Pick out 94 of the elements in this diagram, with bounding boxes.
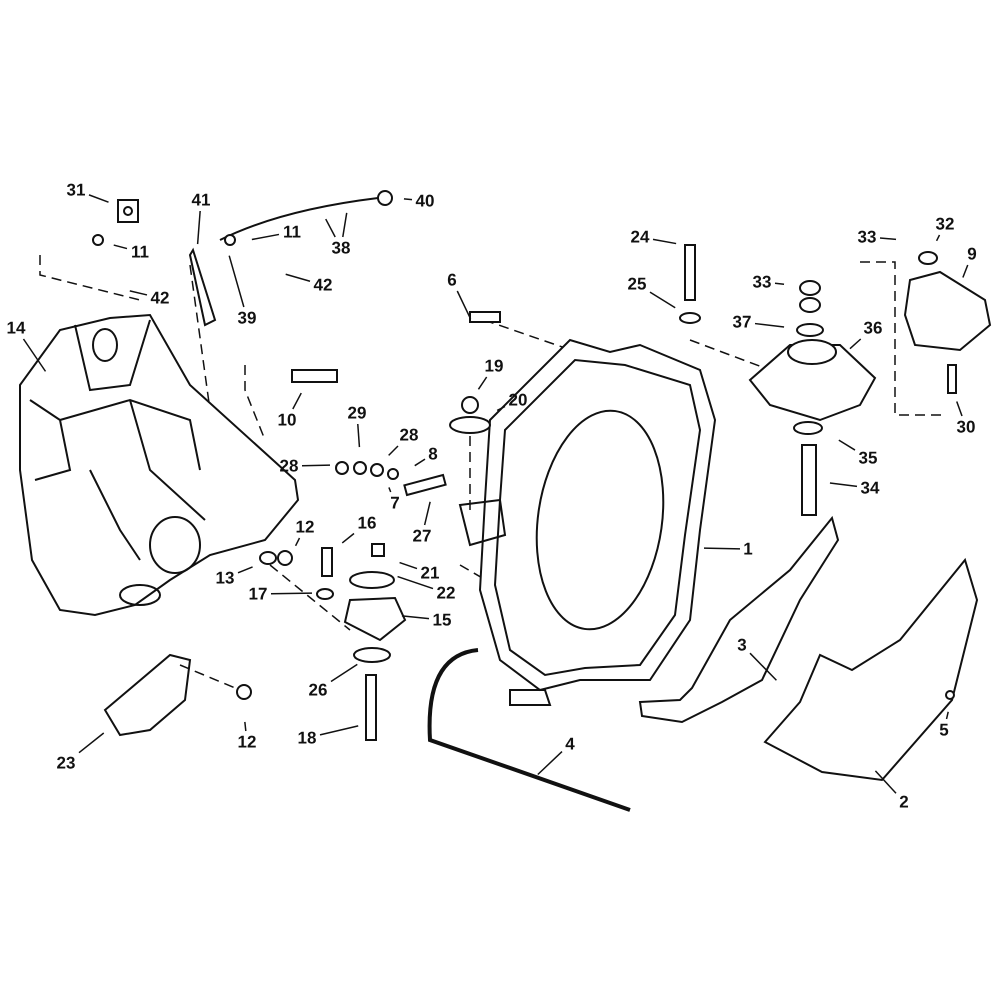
leader-line	[357, 424, 360, 448]
callout-number: 15	[432, 610, 452, 630]
callout-number: 9	[966, 244, 978, 264]
leader-line	[399, 562, 418, 570]
leader-line	[652, 238, 676, 244]
leader-line	[774, 282, 784, 285]
callout-number: 26	[308, 680, 328, 700]
callout-number: 42	[312, 276, 334, 294]
leader-line	[838, 440, 856, 451]
callout-number: 7	[389, 494, 401, 512]
callout-number: 24	[630, 228, 650, 246]
leader-line	[388, 445, 399, 456]
leader-line	[956, 401, 963, 416]
callout-number: 12	[294, 518, 316, 536]
leader-line	[456, 290, 472, 320]
leader-line	[330, 664, 358, 682]
leader-line	[285, 274, 310, 282]
leader-line	[397, 576, 434, 590]
leader-line	[114, 244, 128, 250]
callout-number: 31	[66, 180, 86, 200]
callout-number: 23	[56, 754, 76, 772]
leader-line	[196, 210, 201, 244]
leader-line	[238, 566, 253, 574]
callout-number: 29	[346, 404, 368, 422]
leader-line	[830, 482, 858, 488]
callout-number: 17	[248, 584, 268, 604]
callout-number: 35	[858, 448, 878, 468]
leader-line	[270, 592, 312, 595]
leader-line	[404, 198, 412, 200]
leader-line	[424, 502, 431, 526]
callout-number: 6	[446, 270, 458, 290]
leader-line	[252, 234, 280, 240]
leader-line	[88, 194, 109, 203]
callout-number: 21	[420, 564, 440, 582]
callout-number: 8	[427, 444, 439, 464]
callout-number: 13	[214, 568, 236, 588]
leader-line	[496, 406, 506, 412]
leader-line	[478, 376, 488, 390]
callout-number: 37	[732, 312, 752, 332]
callout-number: 41	[190, 190, 212, 210]
callout-number: 33	[752, 272, 772, 292]
callout-number: 34	[860, 478, 880, 498]
leader-line	[874, 770, 897, 794]
callout-number: 11	[130, 242, 150, 262]
leader-line	[342, 532, 354, 544]
leader-line	[749, 652, 777, 681]
leader-line	[228, 255, 245, 308]
leader-line	[402, 615, 430, 620]
leader-line	[650, 291, 676, 308]
leader-line	[537, 751, 563, 776]
callout-number: 16	[356, 514, 378, 532]
leader-line	[880, 237, 896, 240]
callout-number: 42	[150, 288, 170, 308]
callout-number: 40	[414, 192, 436, 210]
leader-line	[946, 712, 949, 720]
callout-number: 18	[296, 728, 318, 748]
callout-number: 27	[412, 526, 432, 546]
leader-line	[414, 458, 426, 466]
callout-number: 38	[330, 238, 352, 258]
leader-line	[78, 732, 104, 754]
callout-number: 2	[898, 792, 910, 812]
leader-line	[388, 487, 392, 492]
callout-number: 10	[276, 410, 298, 430]
leader-line	[754, 322, 784, 328]
leader-line	[244, 722, 247, 732]
leader-line	[22, 338, 46, 372]
callout-number: 28	[398, 426, 420, 444]
callout-number: 22	[436, 584, 456, 602]
callout-number: 39	[236, 308, 258, 328]
leader-line	[325, 218, 336, 238]
callout-number: 19	[484, 356, 504, 376]
leader-line	[294, 538, 300, 546]
callout-number: 5	[938, 720, 950, 740]
callout-number: 4	[564, 734, 576, 754]
callout-number: 11	[282, 222, 302, 242]
callout-number: 33	[856, 228, 878, 246]
callout-number: 3	[736, 636, 748, 654]
callout-number: 1	[742, 540, 754, 558]
callout-number: 12	[236, 732, 258, 752]
callout-number: 32	[934, 214, 956, 234]
leader-line	[704, 547, 740, 550]
leader-line	[320, 725, 358, 736]
callout-number: 14	[6, 318, 26, 338]
callout-number: 36	[862, 318, 884, 338]
callout-number: 20	[508, 390, 528, 410]
callout-number: 30	[956, 418, 976, 436]
leader-line	[849, 338, 862, 350]
leader-line	[292, 392, 302, 410]
leader-line	[962, 264, 968, 278]
leader-line	[342, 212, 348, 238]
callout-number: 25	[626, 274, 648, 294]
leader-line	[130, 290, 148, 296]
leader-line	[936, 234, 940, 242]
leader-line	[302, 464, 330, 466]
